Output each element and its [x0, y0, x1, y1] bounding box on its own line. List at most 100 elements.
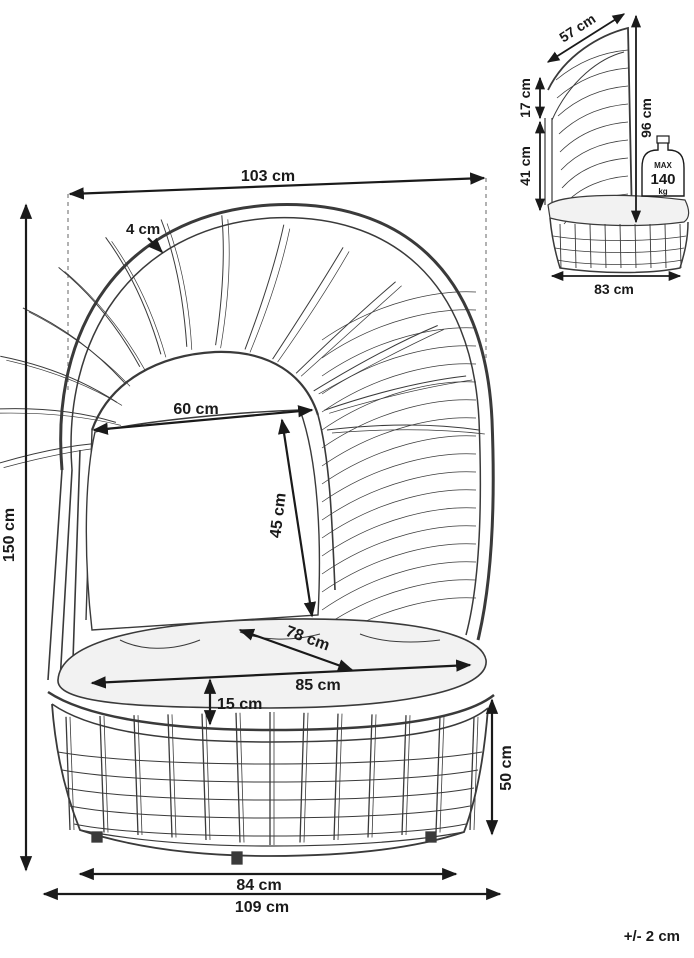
canopy-rib — [272, 247, 344, 360]
side-base-ring — [556, 259, 683, 265]
side-canopy-rib — [557, 85, 629, 117]
side-canopy-rib — [561, 157, 629, 189]
canopy-rib — [58, 267, 141, 368]
side-base-bar — [649, 223, 652, 269]
side-base-bar — [589, 223, 592, 269]
max-load-value: 140 — [650, 171, 675, 188]
base-bar-strand — [103, 715, 109, 833]
canopy-rib — [295, 281, 396, 374]
canopy-side-strip — [321, 543, 477, 593]
foot-right — [425, 831, 437, 843]
base-bar-strand — [137, 715, 143, 836]
canopy-rib-strand — [329, 379, 473, 414]
canopy-rib-strand — [318, 329, 444, 395]
side-dimension-lines — [534, 13, 682, 282]
label-frame: 4 cm — [126, 221, 160, 238]
canopy-rib — [326, 424, 479, 431]
canopy-side-strip — [321, 453, 477, 503]
canopy-rib-strand — [166, 223, 193, 350]
canopy-rib-strand — [220, 219, 230, 349]
side-label-total-height: 96 cm — [638, 98, 654, 138]
canopy-outer-frame — [59, 203, 495, 641]
base-bar — [99, 715, 105, 833]
max-load-weight-icon: MAX 140 kg — [641, 135, 685, 197]
side-base-bars — [552, 223, 687, 269]
dim-line-pillow-height — [278, 418, 316, 618]
label-base-inner: 84 cm — [236, 877, 281, 894]
base-bar-strand — [205, 713, 211, 841]
left-side-panel — [47, 449, 81, 691]
dim-line-cushion-width — [90, 659, 472, 689]
canopy-side-strip — [321, 417, 477, 467]
base-ring — [73, 823, 467, 837]
canopy-rib — [313, 325, 438, 392]
label-base-height: 50 cm — [498, 745, 515, 790]
canopy-rib — [215, 215, 224, 346]
base-bar — [201, 713, 207, 841]
dim-line-frame — [147, 237, 164, 254]
canopy-rib-strand — [111, 241, 167, 358]
canopy-side-strip — [321, 399, 477, 449]
base-bar-strand — [337, 713, 343, 841]
canopy-rib — [160, 219, 188, 347]
base-wicker-rings — [57, 751, 483, 837]
label-height: 150 cm — [1, 508, 18, 562]
canopy-side-strip — [321, 363, 477, 413]
canopy-opening-right — [317, 414, 336, 591]
base-bar-strand — [69, 716, 75, 831]
foot-center — [231, 851, 243, 865]
base-ring — [65, 787, 475, 801]
canopy-opening-top — [90, 350, 320, 431]
side-canopy-rib — [556, 67, 629, 99]
canopy-side-strip — [321, 579, 477, 629]
dim-line-width — [68, 172, 486, 200]
label-cushion-width: 85 cm — [295, 677, 340, 694]
canopy-side-strip — [321, 435, 477, 485]
max-load-unit: kg — [658, 187, 667, 196]
canopy-side-strip — [321, 327, 477, 377]
canopy-rib — [22, 307, 126, 384]
side-dimension-labels: 57 cm 17 cm 41 cm 96 cm 83 cm — [517, 10, 654, 297]
side-base-bar — [679, 223, 682, 269]
base-bar-strand — [439, 715, 445, 833]
base-bar — [167, 714, 173, 838]
side-label-seat-height: 41 cm — [517, 146, 533, 186]
canopy-side-strip — [321, 291, 477, 341]
canopy-rib-strand — [28, 311, 131, 387]
canopy-inner-frame — [70, 216, 482, 636]
canopy-side-strip — [321, 471, 477, 521]
canopy-rib — [244, 224, 285, 350]
base-bar-strand — [405, 715, 411, 836]
side-base-bar — [574, 223, 577, 269]
base-ring — [69, 805, 471, 819]
canopy-side-strip — [321, 507, 477, 557]
base-bowl — [51, 703, 489, 857]
canopy-side-strip — [321, 381, 477, 431]
main-dimension-lines — [19, 172, 502, 901]
side-label-base-depth: 83 cm — [594, 281, 634, 297]
canopy-rib-strand — [331, 429, 485, 435]
base-bar — [469, 716, 475, 831]
base-bar — [401, 715, 407, 836]
base-bar-strand — [303, 712, 309, 843]
base-bar — [333, 713, 339, 841]
base-wicker-bars — [65, 712, 479, 845]
side-label-canopy-gap: 17 cm — [517, 78, 533, 118]
base-ring — [61, 769, 479, 783]
canopy-rib — [0, 355, 118, 403]
dim-line-pillow-width — [92, 405, 314, 435]
canopy-rib — [324, 375, 467, 411]
label-cushion-thickness: 15 cm — [217, 696, 262, 713]
side-seat-back — [544, 118, 553, 205]
side-base-ring — [554, 247, 685, 253]
side-canopy-rib — [560, 139, 629, 171]
canopy-rib-strand — [300, 285, 402, 377]
foot-left — [91, 831, 103, 843]
side-canopy-profile — [547, 26, 633, 221]
canopy-rib-strand — [64, 271, 146, 370]
side-dim-top-depth — [546, 13, 626, 63]
daybed-front-view — [0, 178, 495, 865]
base-bar — [235, 712, 241, 843]
base-bar-strand — [239, 712, 245, 843]
